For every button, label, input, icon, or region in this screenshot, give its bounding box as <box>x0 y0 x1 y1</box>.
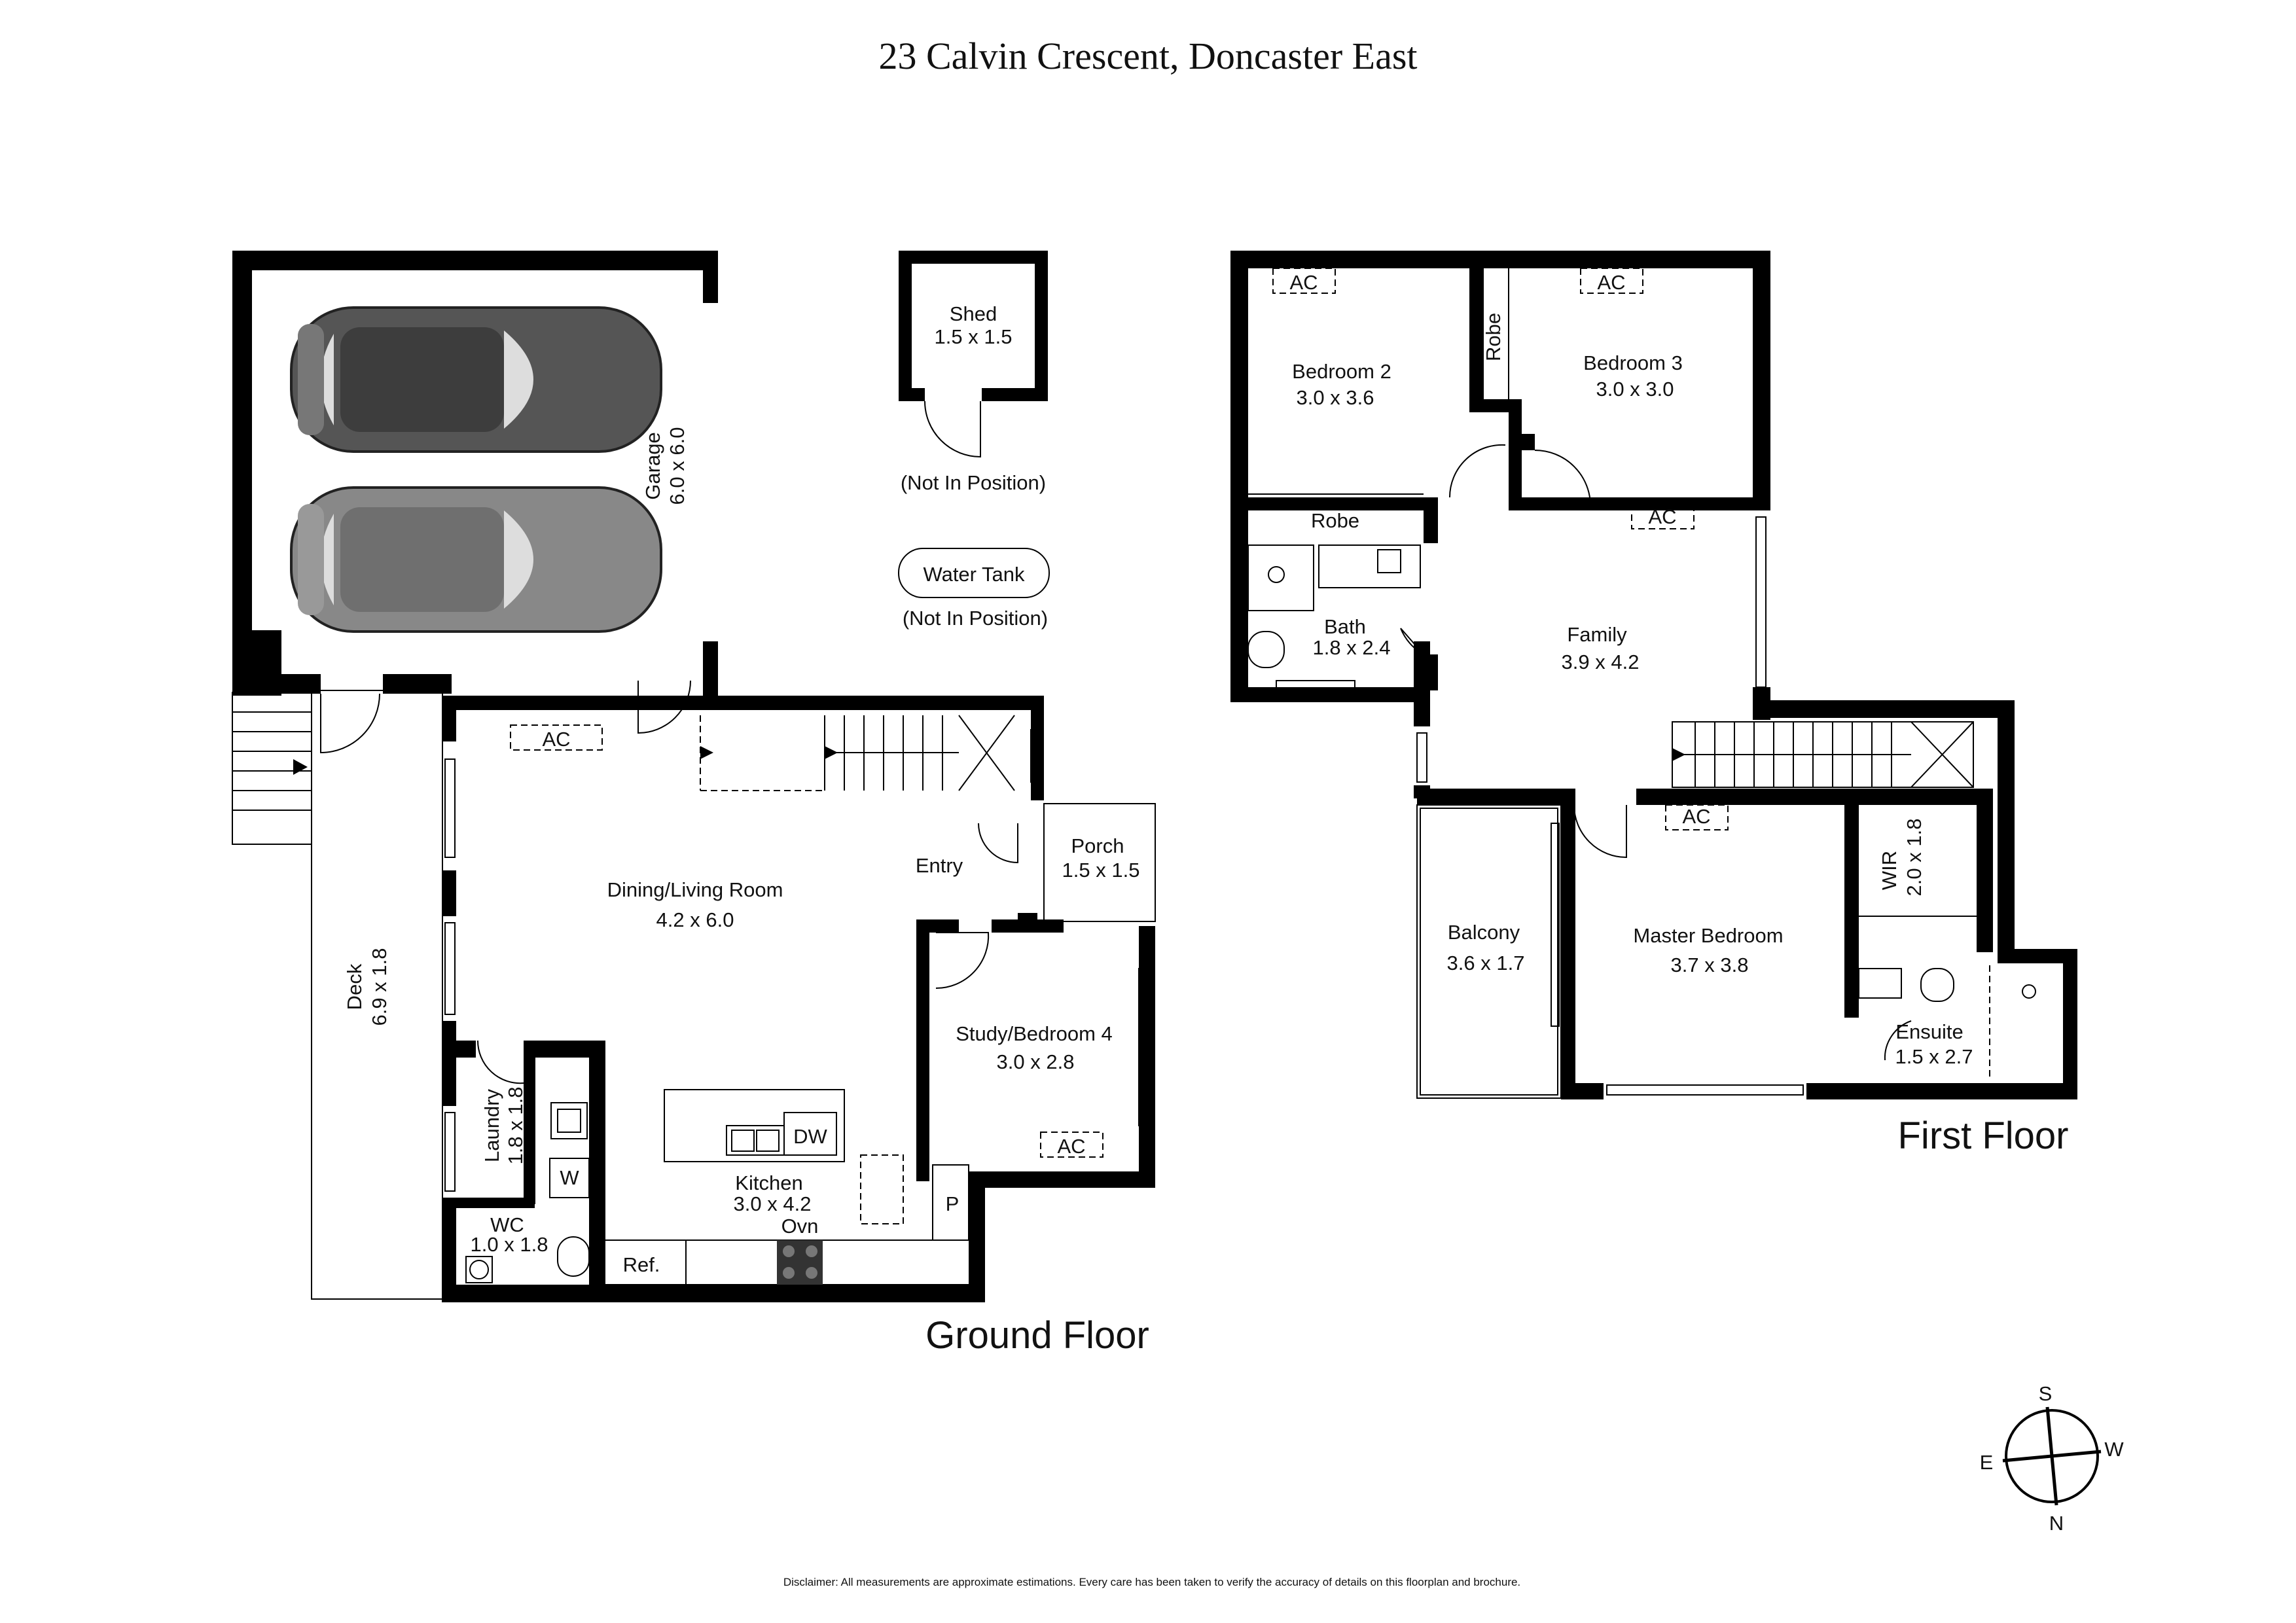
robe-label-bedroom3: Robe <box>1482 313 1505 361</box>
washer-label: W <box>560 1166 579 1189</box>
kitchen-sink-icon <box>726 1125 785 1156</box>
compass-e: E <box>1980 1451 1994 1474</box>
wc-size: 1.0 x 1.8 <box>471 1233 548 1256</box>
garage-name: Garage <box>641 432 664 499</box>
compass-icon: S W E N <box>1980 1382 2125 1535</box>
robe-label-bedroom2: Robe <box>1311 509 1359 532</box>
balcony-size: 3.6 x 1.7 <box>1447 952 1525 974</box>
porch-size: 1.5 x 1.5 <box>1062 859 1140 882</box>
study-name: Study/Bedroom 4 <box>956 1022 1113 1045</box>
ac-label-living: AC <box>542 728 570 751</box>
porch-name: Porch <box>1071 834 1124 857</box>
laundry-name: Laundry <box>480 1088 503 1162</box>
car-top <box>290 306 662 453</box>
deck-name: Deck <box>343 963 366 1010</box>
shed-walls <box>899 251 1048 458</box>
master-size: 3.7 x 3.8 <box>1671 954 1749 976</box>
ac-label-family: AC <box>1648 505 1676 528</box>
first-doors <box>1400 444 1912 1061</box>
ac-label-bedroom2: AC <box>1289 271 1318 294</box>
ground-windows <box>444 729 1149 1192</box>
deck-size: 6.9 x 1.8 <box>368 948 391 1026</box>
kitchen-table-outline <box>860 1154 904 1224</box>
entry-name: Entry <box>916 854 963 877</box>
garage-walls <box>232 251 718 700</box>
oven-label: Ovn <box>781 1215 819 1238</box>
porch-outline <box>1043 803 1156 922</box>
first-floor-plan: Bedroom 2 3.0 x 3.6 Bedroom 3 3.0 x 3.0 … <box>1230 251 2077 1157</box>
bedroom3-name: Bedroom 3 <box>1583 351 1683 374</box>
garage-size: 6.0 x 6.0 <box>666 427 689 505</box>
family-name: Family <box>1567 623 1627 646</box>
first-windows <box>1232 297 2075 1096</box>
ground-floor-plan: Garage 6.0 x 6.0 Shed 1.5 x 1.5 (Not In … <box>232 251 1156 1357</box>
wir-size: 2.0 x 1.8 <box>1903 819 1926 897</box>
ground-stairs <box>700 715 1015 791</box>
ground-ac-units <box>510 724 1103 1158</box>
dining-living-name: Dining/Living Room <box>607 878 783 901</box>
pantry-label: P <box>946 1192 960 1215</box>
kitchen-size: 3.0 x 4.2 <box>734 1192 812 1215</box>
washer-outline <box>549 1158 590 1198</box>
laundry-size: 1.8 x 1.8 <box>504 1087 527 1165</box>
water-tank-outline <box>898 548 1050 598</box>
dishwasher-label: DW <box>793 1125 827 1148</box>
fridge-label: Ref. <box>623 1253 660 1276</box>
bedroom2-name: Bedroom 2 <box>1292 360 1391 383</box>
car-bottom <box>290 486 662 633</box>
bath-size: 1.8 x 2.4 <box>1313 636 1391 659</box>
laundry-tub-icon <box>550 1102 588 1139</box>
water-tank-note: (Not In Position) <box>903 607 1048 630</box>
ensuite-fixtures <box>1858 965 2036 1080</box>
bedroom2-size: 3.0 x 3.6 <box>1297 386 1374 409</box>
wc-name: WC <box>490 1213 524 1236</box>
shed-note: (Not In Position) <box>901 471 1046 494</box>
family-size: 3.9 x 4.2 <box>1562 651 1640 673</box>
ac-label-bedroom3: AC <box>1597 271 1625 294</box>
dishwasher-outline <box>783 1112 837 1156</box>
kitchen-name: Kitchen <box>735 1171 802 1194</box>
bath-fixtures <box>1247 544 1421 668</box>
shed-size: 1.5 x 1.5 <box>935 325 1013 348</box>
cooktop-icon <box>777 1240 823 1285</box>
ac-label-master: AC <box>1682 805 1710 828</box>
toilet-icon <box>465 1236 590 1283</box>
master-name: Master Bedroom <box>1633 924 1783 947</box>
ensuite-size: 1.5 x 2.7 <box>1895 1045 1973 1068</box>
water-tank-name: Water Tank <box>923 563 1025 586</box>
bedroom3-size: 3.0 x 3.0 <box>1596 378 1674 401</box>
study-size: 3.0 x 2.8 <box>997 1050 1075 1073</box>
deck-steps <box>232 692 312 845</box>
ensuite-name: Ensuite <box>1895 1020 1963 1043</box>
dining-living-size: 4.2 x 6.0 <box>656 908 734 931</box>
ac-label-study: AC <box>1057 1135 1085 1158</box>
ground-floor-title: Ground Floor <box>925 1314 1149 1357</box>
first-floor-title: First Floor <box>1898 1115 2069 1157</box>
ground-doors <box>320 680 1018 1084</box>
first-stairs <box>1672 721 1974 788</box>
disclaimer: Disclaimer: All measurements are approxi… <box>783 1576 1520 1588</box>
deck-outline <box>311 690 443 1300</box>
compass-s: S <box>2039 1382 2053 1405</box>
balcony-name: Balcony <box>1448 921 1520 944</box>
compass-n: N <box>2049 1512 2064 1535</box>
shed-name: Shed <box>950 302 997 325</box>
page-title: 23 Calvin Crescent, Doncaster East <box>878 35 1417 77</box>
compass-w: W <box>2104 1438 2124 1461</box>
bath-name: Bath <box>1324 615 1366 638</box>
wir-name: WIR <box>1878 851 1901 890</box>
first-ac-units <box>1272 268 1729 830</box>
